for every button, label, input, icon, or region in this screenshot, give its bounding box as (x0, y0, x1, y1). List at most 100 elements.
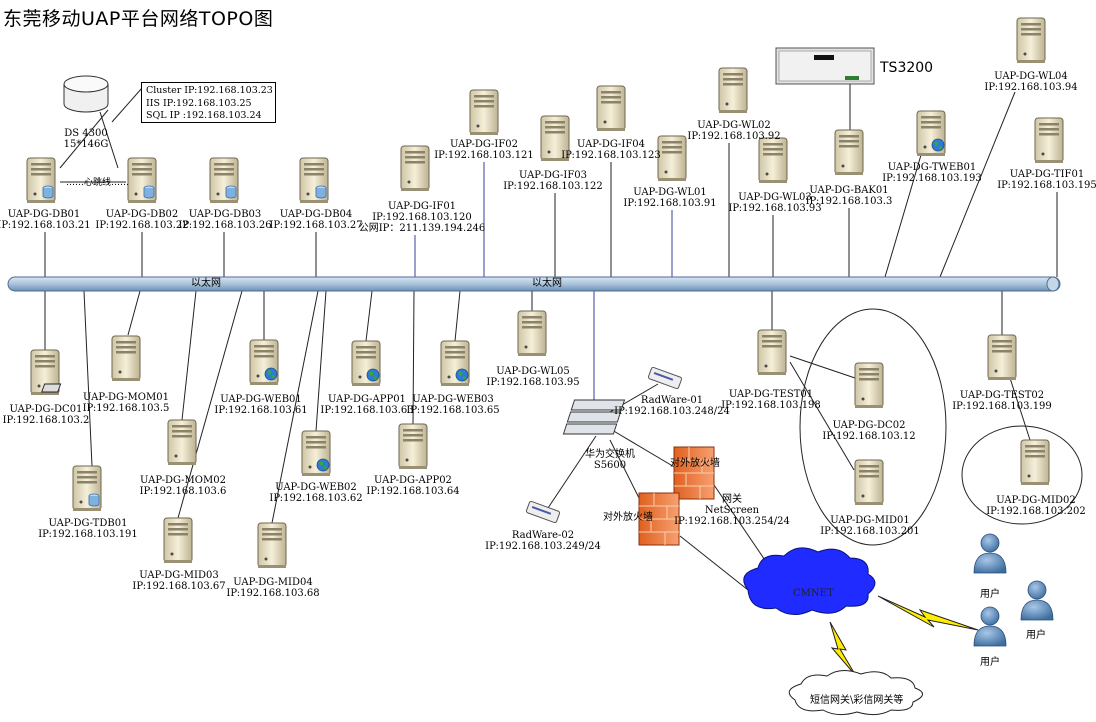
server-icon (596, 85, 626, 132)
network-link (59, 109, 109, 169)
server-name: UAP-DG-WL01 (633, 187, 707, 198)
mid02-group-outline (961, 425, 1083, 525)
server-ip: IP:192.168.103.5 (82, 403, 170, 414)
server-ip: IP:192.168.103.120 (372, 212, 472, 223)
sms-gateway-cloud-icon (788, 670, 923, 716)
server-ip: IP:192.168.103.191 (38, 529, 138, 540)
server-icon (400, 145, 430, 192)
server-icon (257, 522, 287, 569)
server-ip: IP:192.168.103.61 (214, 405, 308, 416)
storage-array-icon (63, 75, 109, 113)
network-link (177, 290, 243, 519)
user-label: 用户 (1026, 630, 1046, 641)
server-icon (987, 334, 1017, 381)
server-name: UAP-DG-MOM02 (140, 475, 226, 486)
server-ip: IP:192.168.103.67 (132, 581, 226, 592)
network-link (1009, 377, 1031, 441)
server-name: UAP-DG-TDB01 (48, 518, 128, 529)
server-name: UAP-DG-WL04 (994, 71, 1068, 82)
server-ip: IP:192.168.103.91 (623, 198, 717, 209)
server-name: UAP-DG-MID02 (996, 495, 1076, 506)
server-icon (517, 310, 547, 357)
radware-icon (647, 366, 683, 390)
firewall-1-icon (673, 446, 715, 500)
switch-label: 华为交换机 S5600 (585, 449, 635, 471)
server-name: UAP-DG-TEST01 (728, 389, 814, 400)
bus-label: 以太网 (191, 278, 221, 289)
radware2-name: RadWare-02 (511, 530, 575, 541)
server-icon (834, 129, 864, 176)
bus-label: 以太网 (532, 278, 562, 289)
server-ip: IP:192.168.103.198 (721, 400, 821, 411)
server-name: UAP-DG-WEB01 (220, 394, 302, 405)
server-ip: IP:192.168.103.3 (805, 196, 893, 207)
server-ip: IP:192.168.103.68 (226, 588, 320, 599)
sms-gateway-label: 短信网关\彩信网关等 (810, 695, 904, 706)
server-icon (916, 110, 946, 157)
network-link (454, 290, 461, 342)
server-ip: IP:192.168.103.65 (406, 405, 500, 416)
server-name: UAP-DG-DC01 (9, 404, 83, 415)
sql-ip: SQL IP :192.168.103.24 (146, 110, 262, 121)
server-name: UAP-DG-WEB03 (412, 394, 494, 405)
server-icon (209, 157, 239, 204)
huawei-switch-icon (562, 399, 626, 435)
server-name: UAP-DG-MOM01 (83, 392, 169, 403)
network-link (111, 87, 143, 123)
server-icon (1020, 439, 1050, 486)
user-label: 用户 (980, 589, 1000, 600)
server-name: UAP-DG-TWEB01 (887, 162, 977, 173)
storage-label: DS 4300 15*146G (64, 128, 109, 150)
network-link (789, 355, 856, 379)
server-icon (398, 423, 428, 470)
server-ip: IP:192.168.103.21 (0, 220, 91, 231)
server-name: UAP-DG-TIF01 (1009, 169, 1085, 180)
server-icon (167, 419, 197, 466)
network-link (789, 361, 855, 471)
server-icon (249, 339, 279, 386)
server-icon (72, 465, 102, 512)
server-ip: IP:192.168.103.193 (882, 173, 982, 184)
heartbeat-label: ……心跳线…… (66, 178, 130, 188)
server-icon (30, 349, 62, 396)
server-icon (1016, 17, 1046, 64)
gateway-model: NetScreen (704, 505, 760, 516)
cluster-info-box: Cluster IP:192.168.103.23 IIS IP:192.168… (141, 82, 276, 123)
server-ip: IP:192.168.103.12 (822, 431, 916, 442)
server-icon (301, 430, 331, 477)
server-icon (1034, 117, 1064, 164)
server-icon (469, 89, 499, 136)
server-name: UAP-DG-IF01 (387, 201, 457, 212)
storage-capacity: 15*146G (63, 139, 109, 150)
server-icon (163, 517, 193, 564)
server-ip: IP:192.168.103.199 (952, 401, 1052, 412)
test-group-outline (799, 308, 947, 546)
server-ip: IP:192.168.103.26 (178, 220, 272, 231)
server-ip: IP:192.168.103.63 (320, 405, 414, 416)
server-ip: IP:192.168.103.22 (95, 220, 189, 231)
server-name: UAP-DG-APP01 (328, 394, 406, 405)
page-title: 东莞移动UAP平台网络TOPO图 (3, 8, 274, 30)
server-name: UAP-DG-DC02 (832, 420, 906, 431)
